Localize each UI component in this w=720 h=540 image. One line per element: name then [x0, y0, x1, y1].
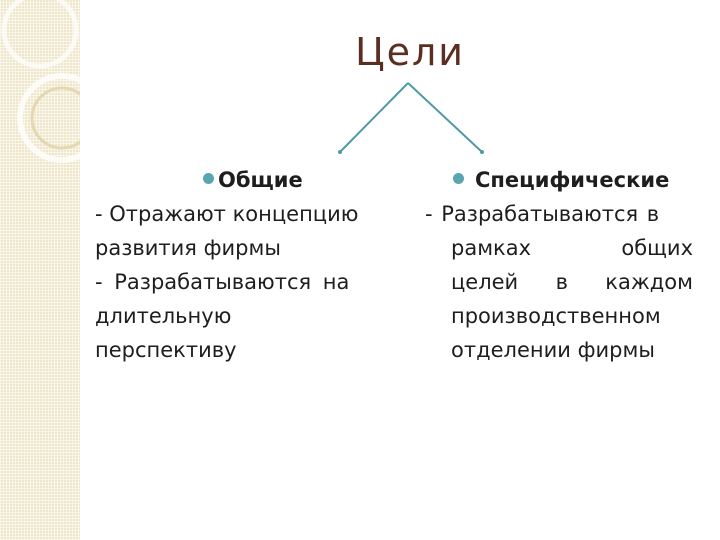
specific-goals-line-2-word-1: рамках	[451, 236, 532, 260]
bullet-icon	[453, 173, 464, 184]
decorative-circles-graphic	[1, 0, 80, 163]
right-arrow-tip	[480, 150, 484, 154]
general-goals-line-3-text: - Разрабатываются на	[95, 270, 350, 294]
general-goals-line-3: - Разрабатываются на	[95, 265, 387, 299]
specific-goals-line-3-word-3: каждом	[605, 270, 693, 294]
left-branch-line	[339, 82, 409, 153]
general-goals-heading: Общие	[95, 163, 390, 197]
specific-goals-line-4: производственном	[451, 304, 661, 328]
slide-title: Цели	[355, 30, 465, 74]
specific-goals-line-3-word-2: в	[555, 270, 568, 294]
decorative-side-strip	[0, 0, 80, 540]
left-arrow-tip	[338, 150, 342, 154]
general-goals-line-2: развития фирмы	[95, 236, 281, 260]
general-goals-line-4: длительную	[95, 304, 232, 328]
right-branch-line	[407, 82, 483, 153]
specific-goals-line-5: отделении фирмы	[451, 338, 655, 362]
specific-goals-heading-text: Специфические	[475, 168, 670, 192]
general-goals-column: Общие - Отражают концепцию развития фирм…	[95, 163, 390, 367]
specific-goals-line-1: - Разрабатываются в	[425, 202, 660, 226]
general-goals-heading-text: Общие	[218, 168, 303, 192]
general-goals-line-1: - Отражают концепцию	[95, 202, 359, 226]
specific-goals-line-2-word-2: общих	[621, 236, 693, 260]
specific-goals-line-3-word-1: целей	[451, 270, 519, 294]
specific-goals-column: Специфические - Разрабатываются в рамках…	[425, 163, 693, 367]
general-goals-line-5: перспективу	[95, 338, 237, 362]
specific-goals-line-2: рамках общих	[425, 231, 693, 265]
specific-goals-heading: Специфические	[425, 163, 693, 197]
bullet-icon	[203, 173, 214, 184]
specific-goals-line-3: целей в каждом	[425, 265, 693, 299]
